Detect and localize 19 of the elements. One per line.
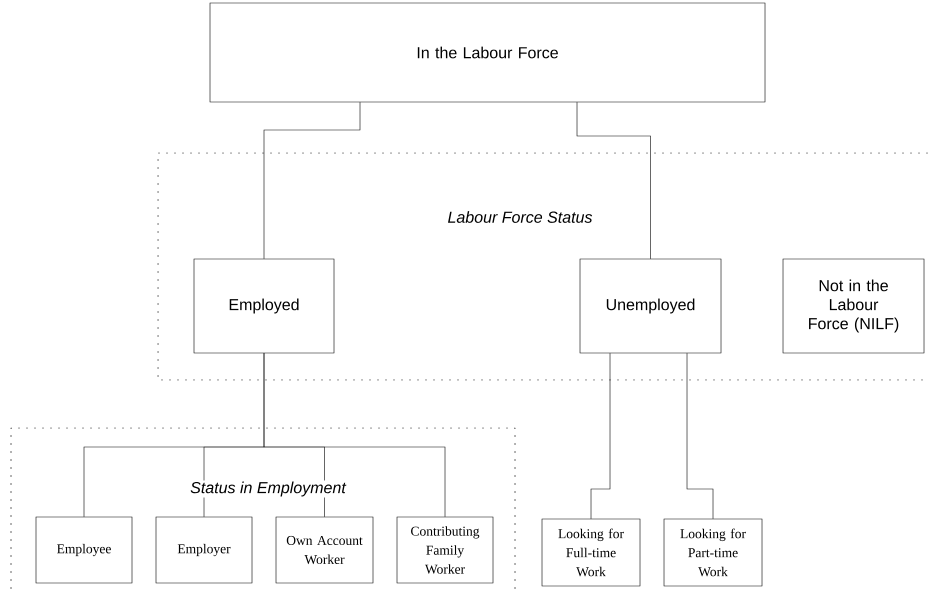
category-box: Contributing Family Worker [396,516,494,584]
connector-line [686,353,714,519]
category-box: Employed [194,258,334,354]
group-label: Labour Force Status [446,210,594,224]
group-frame [158,152,928,380]
connector-line [264,353,446,517]
category-box: In the Labour Force [210,2,766,102]
connector-line [590,353,610,519]
connector-line [576,102,651,259]
connector-line [264,102,360,259]
category-box: Own Account Worker [276,516,374,584]
group-frame [10,428,516,589]
group-label: Status in Employment [189,480,347,498]
category-box: Looking for Part-time Work [664,518,762,586]
category-box: Looking for Full-time Work [542,518,640,586]
category-box: Employee [36,516,132,584]
category-box: Employer [156,516,252,584]
category-box: Unemployed [580,258,722,354]
category-box: Not in the Labour Force (NILF) [782,258,924,354]
